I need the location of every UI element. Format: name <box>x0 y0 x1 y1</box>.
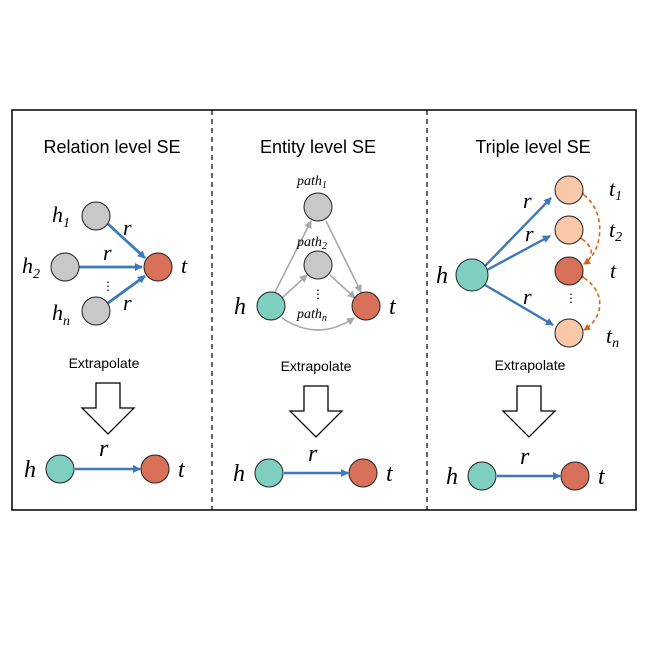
label-r2: r <box>103 240 112 265</box>
label-r3: r <box>123 290 132 315</box>
bottom-label-r: r <box>308 441 318 467</box>
neighbor-node-h1 <box>81 201 111 231</box>
head-node <box>455 258 489 292</box>
label-path2: path2 <box>296 235 327 252</box>
bottom-label-r: r <box>520 444 530 470</box>
triple-edge-t1 <box>484 197 552 267</box>
contrast-arrow-t2 <box>575 232 593 265</box>
extrapolate-label: Extrapolate <box>281 358 352 374</box>
bottom-tail-node <box>560 461 590 491</box>
bottom-tail-node <box>140 454 170 484</box>
down-arrow <box>80 382 136 435</box>
path-edge-n <box>281 317 355 331</box>
bottom-head-node <box>467 461 497 491</box>
tail-node <box>554 256 584 286</box>
path-node-1 <box>303 192 333 222</box>
neighbor-node-h2 <box>50 252 80 282</box>
ellipsis: ⋮ <box>102 279 114 293</box>
path-edge-h-p1 <box>274 220 312 293</box>
bottom-tail-node <box>348 458 378 488</box>
figure-frame <box>11 109 637 511</box>
label-h: h <box>436 263 448 289</box>
label-path1: path1 <box>296 174 327 191</box>
down-arrow <box>288 385 344 438</box>
label-r3: r <box>523 284 532 309</box>
label-h1: h1 <box>52 202 70 231</box>
label-tn: tn <box>606 323 619 351</box>
extrapolate-label: Extrapolate <box>495 357 566 373</box>
panel-entity-level: Entity level SE path1 path2 pathn ⋮ h t … <box>233 137 397 488</box>
panel-triple-level: Triple level SE h r r r t1 t2 t tn ⋮ Ext… <box>436 137 622 491</box>
candidate-node-tn <box>554 318 584 348</box>
panel-title: Triple level SE <box>475 137 590 157</box>
ellipsis: ⋮ <box>565 291 577 305</box>
path-edge-p1-t <box>325 220 362 293</box>
contrast-arrow-tn <box>577 271 601 331</box>
label-r1: r <box>523 188 532 213</box>
panel-title: Relation level SE <box>43 137 180 157</box>
label-hn: hn <box>52 300 70 329</box>
path-node-2 <box>303 250 333 280</box>
relation-edge-1 <box>107 222 146 260</box>
candidate-node-t1 <box>554 175 584 205</box>
head-node <box>256 291 286 321</box>
path-edge-h-p2 <box>281 274 308 299</box>
neighbor-node-hn <box>81 296 111 326</box>
extrapolate-label: Extrapolate <box>69 355 140 371</box>
triple-edge-tn <box>484 283 554 327</box>
label-t: t <box>389 294 397 320</box>
bottom-label-h: h <box>233 461 245 487</box>
down-arrow <box>501 385 557 438</box>
relation-edge-3 <box>107 274 146 305</box>
label-pathn: pathn <box>296 307 327 324</box>
triple-edge-t2 <box>486 234 551 272</box>
bottom-label-t: t <box>598 464 606 490</box>
panel-relation-level: Relation level SE h1 h2 hn t r r r ⋮ Ext… <box>22 137 188 484</box>
path-edge-p2-t <box>329 274 356 299</box>
label-t2: t2 <box>609 217 622 245</box>
bottom-label-t: t <box>178 457 186 483</box>
label-t1: t1 <box>609 176 622 204</box>
ellipsis: ⋮ <box>312 287 324 301</box>
label-h2: h2 <box>22 253 40 282</box>
label-r1: r <box>123 215 132 240</box>
contrast-arrow-t1 <box>577 188 601 265</box>
label-h: h <box>234 294 246 320</box>
candidate-node-t2 <box>554 215 584 245</box>
bottom-head-node <box>45 454 75 484</box>
bottom-label-t: t <box>386 461 394 487</box>
bottom-label-r: r <box>99 436 109 462</box>
bottom-label-h: h <box>24 457 36 483</box>
tail-node <box>143 252 173 282</box>
panel-title: Entity level SE <box>260 137 376 157</box>
label-t: t <box>610 258 617 283</box>
label-r2: r <box>525 221 534 246</box>
bottom-head-node <box>254 458 284 488</box>
tail-node <box>351 291 381 321</box>
bottom-label-h: h <box>446 464 458 490</box>
label-t: t <box>181 253 188 278</box>
